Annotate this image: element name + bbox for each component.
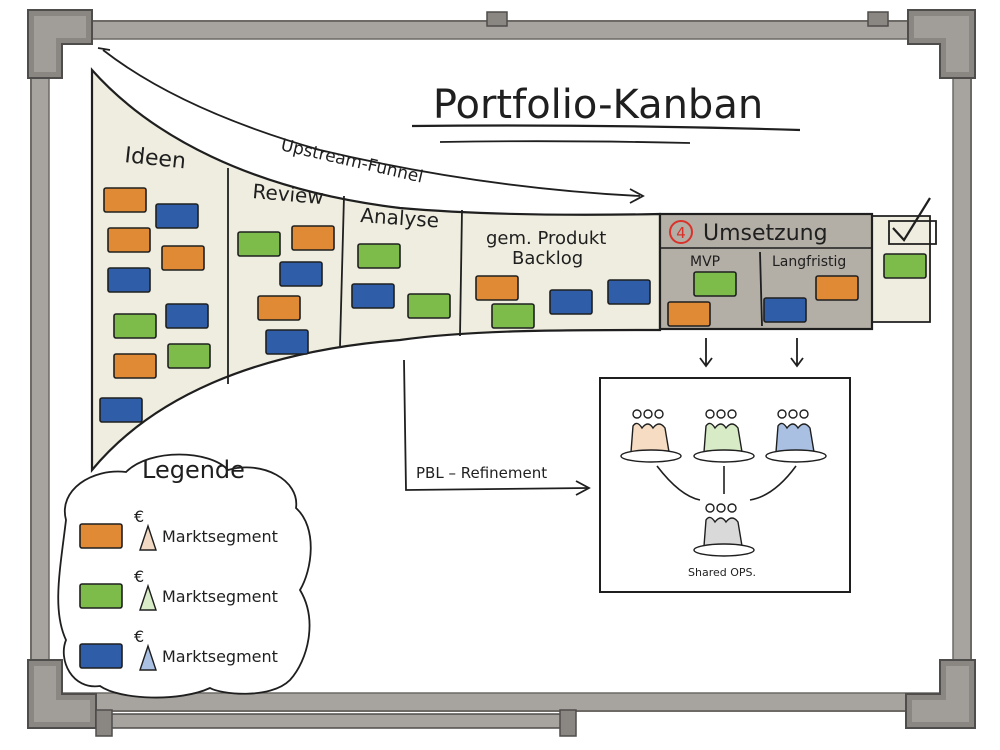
legend-euro-icon: € [134,507,144,526]
kanban-card-blue [155,203,199,229]
title-underline-2 [439,140,691,144]
team-blue-icon [765,409,827,463]
team-orange-icon [620,409,682,463]
kanban-card-green [693,271,737,297]
funnel-arrow [97,47,641,197]
legend-euro-icon: € [134,567,144,586]
kanban-card-orange [107,227,151,253]
mvp-down-arrow [699,338,713,368]
kanban-card-blue [165,303,209,329]
frame-clip-top [486,11,508,27]
kanban-cards [99,187,927,423]
legend-label: Marktsegment [162,647,278,666]
page-title: Portfolio-Kanban [433,82,763,128]
legend-swatch [79,583,123,609]
refinement-arrowhead [575,480,591,496]
team-connector-right [749,465,797,501]
langfristig-down-arrow [790,338,804,368]
frame-corner-top-left [27,9,93,79]
teams-caption: Shared OPS. [688,566,756,579]
legend-label: Marktsegment [162,527,278,546]
refinement-arrow [403,359,589,491]
kanban-card-blue [265,329,309,355]
legend-triangle-icon [139,523,157,551]
kanban-card-green [113,313,157,339]
done-checkbox-icon [888,197,937,245]
kanban-card-blue [99,397,143,423]
team-connector-left [656,465,701,501]
funnel-arrowhead [629,188,645,204]
kanban-card-blue [607,279,651,305]
kanban-card-blue [351,283,395,309]
legend-triangle-icon [139,583,157,611]
column-langfristig: Langfristig [772,254,846,270]
kanban-card-orange [475,275,519,301]
legend-euro-icon: € [134,627,144,646]
column-backlog-line2: Backlog [512,248,583,269]
divider-mvp-langfristig [759,251,763,327]
frame-corner-bottom-left [27,659,97,729]
legend-title: Legende [142,456,245,484]
refinement-label: PBL – Refinement [416,464,547,482]
kanban-card-green [883,253,927,279]
umsetzung-number: 4 [676,224,686,242]
umsetzung-number-circle [669,220,693,244]
kanban-card-orange [161,245,205,271]
legend: Legende € Marktsegment € Marktsegment € Markt… [57,453,312,699]
column-umsetzung: Umsetzung [703,221,828,246]
column-backlog-line1: gem. Produkt [486,228,606,249]
kanban-card-orange [257,295,301,321]
kanban-card-green [491,303,535,329]
kanban-card-orange [103,187,147,213]
teams-box: Shared OPS. [599,377,851,593]
column-mvp: MVP [690,254,720,270]
marker-tray [95,709,577,737]
kanban-card-blue [107,267,151,293]
kanban-card-green [237,231,281,257]
funnel-label: Upstream-Funnel [279,135,425,187]
team-shared-ops-icon [693,503,755,557]
legend-items: € Marktsegment € Marktsegment € Marktsegment [79,507,278,671]
legend-swatch [79,643,123,669]
frame-corner-bottom-right [905,659,976,729]
kanban-card-orange [815,275,859,301]
frame-corner-top-right [907,9,976,79]
legend-triangle-icon [139,643,157,671]
kanban-card-orange [113,353,157,379]
teams-group [620,409,827,557]
legend-cloud [57,453,312,699]
column-analyse: Analyse [360,203,440,232]
board-frame [27,9,976,737]
title-underline [411,124,801,132]
divider-review-analyse [339,195,345,347]
kanban-card-green [167,343,211,369]
kanban-card-orange [291,225,335,251]
legend-label: Marktsegment [162,587,278,606]
legend-swatch [79,523,123,549]
kanban-card-blue [279,261,323,287]
kanban-card-green [357,243,401,269]
kanban-card-orange [667,301,711,327]
kanban-card-blue [549,289,593,315]
divider-analyse-backlog [459,209,463,337]
kanban-card-green [407,293,451,319]
kanban-card-blue [763,297,807,323]
team-green-icon [693,409,755,463]
frame-clip-top-right [867,11,889,27]
